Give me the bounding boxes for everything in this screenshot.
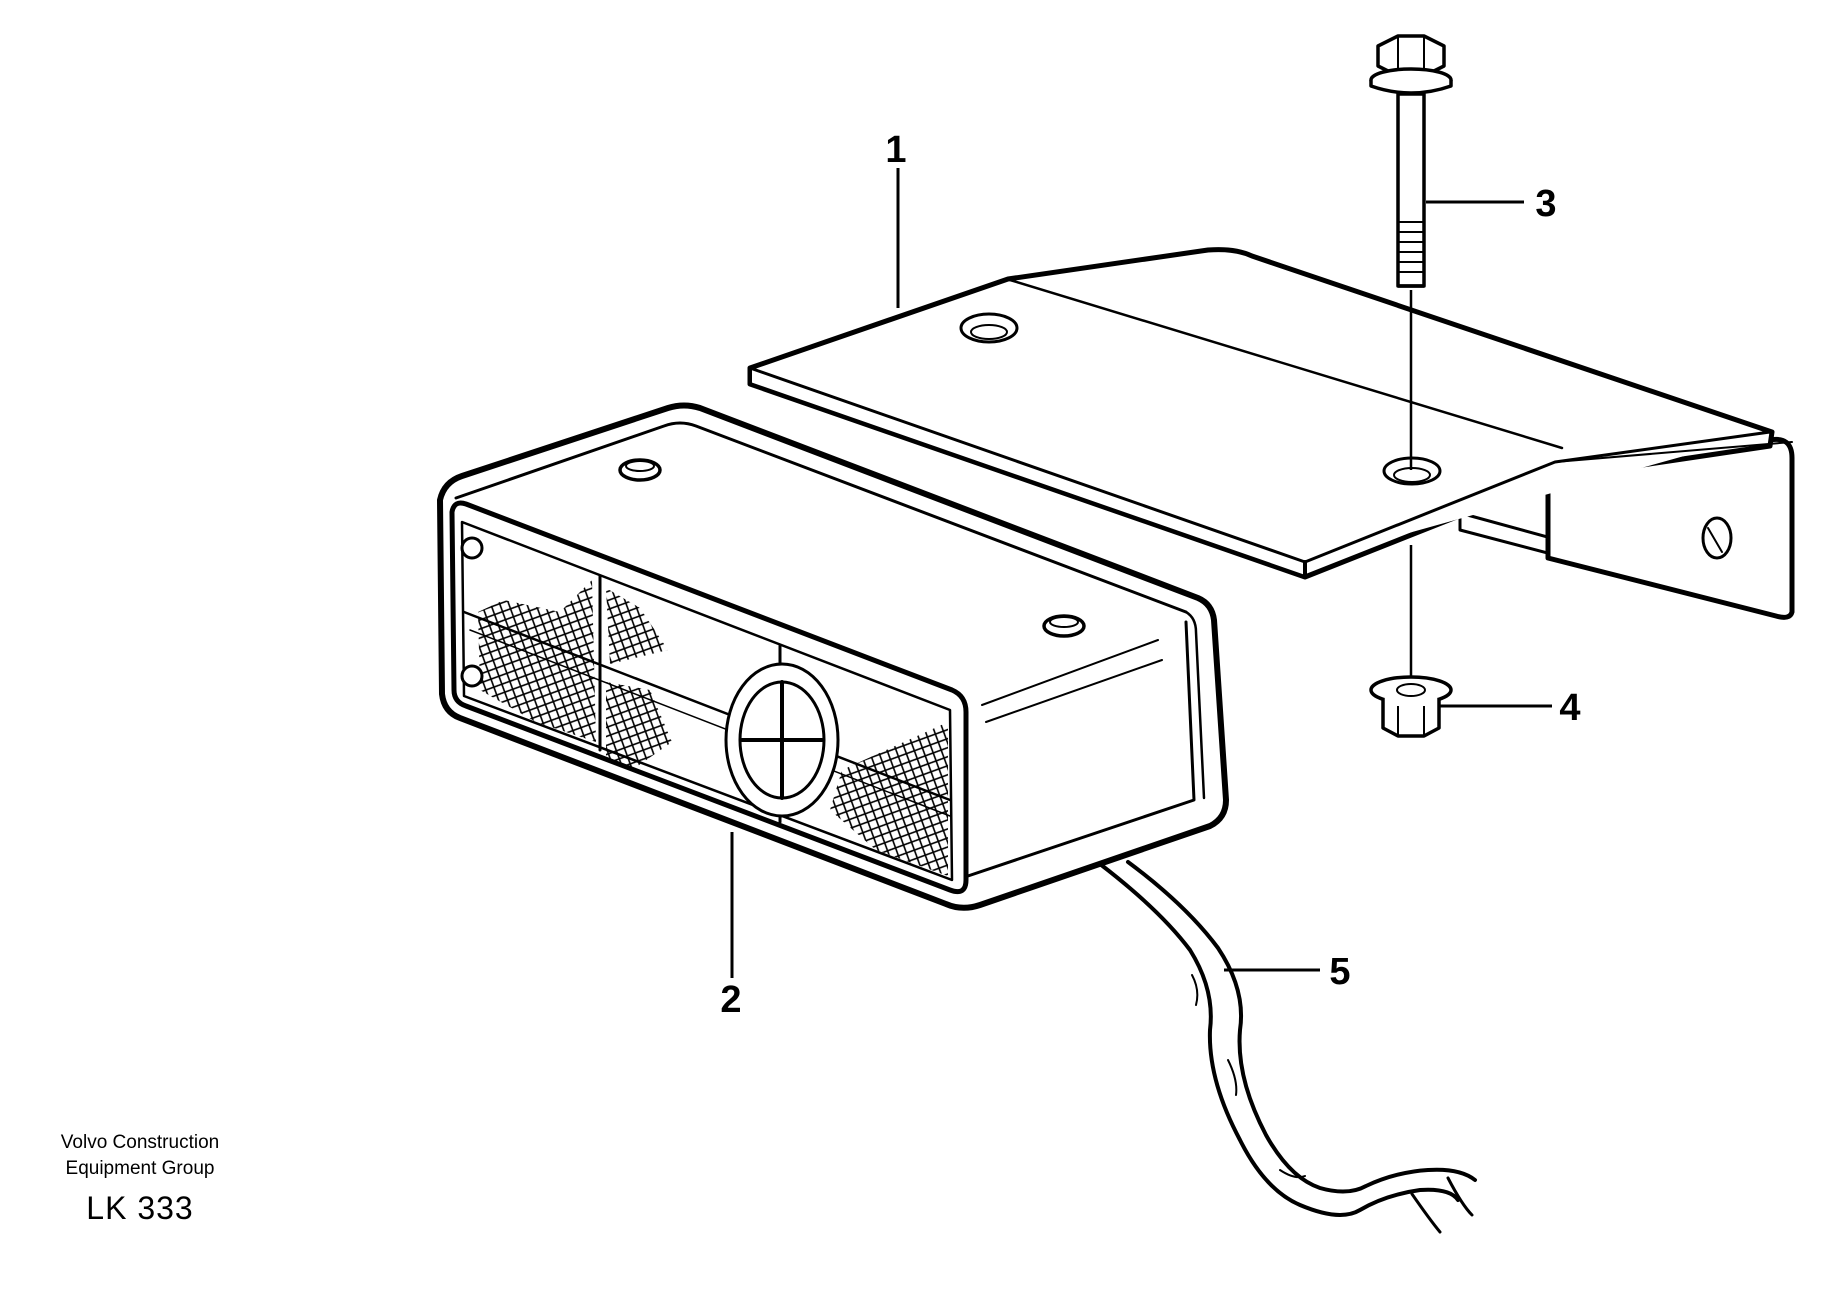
diagram-code: LK 333 xyxy=(86,1190,194,1226)
flange-nut xyxy=(1369,675,1453,738)
mounting-bracket xyxy=(747,247,1795,620)
publisher-name-line2: Equipment Group xyxy=(65,1158,215,1179)
publisher-name-line1: Volvo Construction xyxy=(60,1132,220,1153)
electrical-wire xyxy=(1098,860,1477,1234)
publisher-credit: Volvo Construction Equipment Group LK 33… xyxy=(30,1130,250,1227)
callout-1: 1 xyxy=(885,129,906,171)
callout-3: 3 xyxy=(1535,183,1556,225)
reflector-lamp xyxy=(437,402,1229,911)
callout-2: 2 xyxy=(720,979,741,1021)
lens-screw-bottom xyxy=(460,664,484,688)
bracket-side-hole xyxy=(1701,516,1733,560)
flange-bolt xyxy=(1369,34,1453,685)
callout-4: 4 xyxy=(1559,687,1580,729)
callout-5: 5 xyxy=(1329,951,1350,993)
leader-lines xyxy=(730,168,1552,978)
lens-screw-top xyxy=(460,536,484,560)
